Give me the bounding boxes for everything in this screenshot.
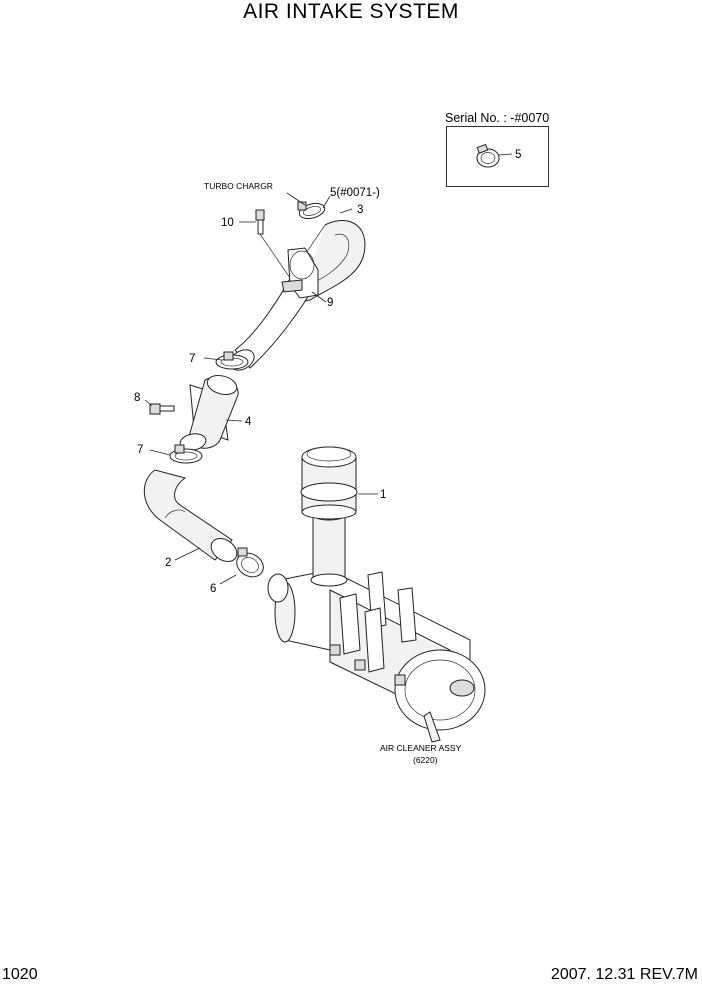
inset-callout-5: 5 [515,149,521,161]
callout-7-upper: 7 [189,353,195,365]
page-title: AIR INTAKE SYSTEM [243,0,459,23]
bracket-9 [281,247,319,299]
flange-elbow-4 [179,374,239,451]
clamp-7-lower [169,444,203,464]
clamp-6 [236,547,264,578]
revision-date: 2007. 12.31 REV.7M [550,966,698,983]
callout-5-upper: 5(#0071-) [330,187,380,199]
bolt-8 [149,403,175,415]
air-cleaner-caption: AIR CLEANER ASSY [380,743,462,753]
callout-6: 6 [210,583,216,595]
page-number: 1020 [2,966,38,983]
callout-7-lower: 7 [137,444,143,456]
callout-2: 2 [165,557,171,569]
callout-9: 9 [327,297,333,309]
air-cleaner-assy [267,569,486,743]
air-cleaner-ref: (6220) [413,755,438,765]
clamp-7-upper [215,351,249,370]
serial-number-label: Serial No. : -#0070 [445,111,550,125]
callout-4: 4 [245,416,252,428]
precleaner-1 [300,446,358,520]
callout-10: 10 [221,217,234,229]
upper-hose-3 [229,220,366,371]
callout-8: 8 [134,392,140,404]
callout-1: 1 [380,489,386,501]
turbo-caption: TURBO CHARGR [204,181,273,191]
inset-clamp-drawing [476,143,513,168]
bolt-10 [255,209,291,279]
intake-tube [310,509,348,587]
clamp-5-upper [297,201,326,220]
serial-inset-box [446,126,549,187]
callout-3: 3 [357,204,363,216]
lower-hose-2 [143,469,238,562]
